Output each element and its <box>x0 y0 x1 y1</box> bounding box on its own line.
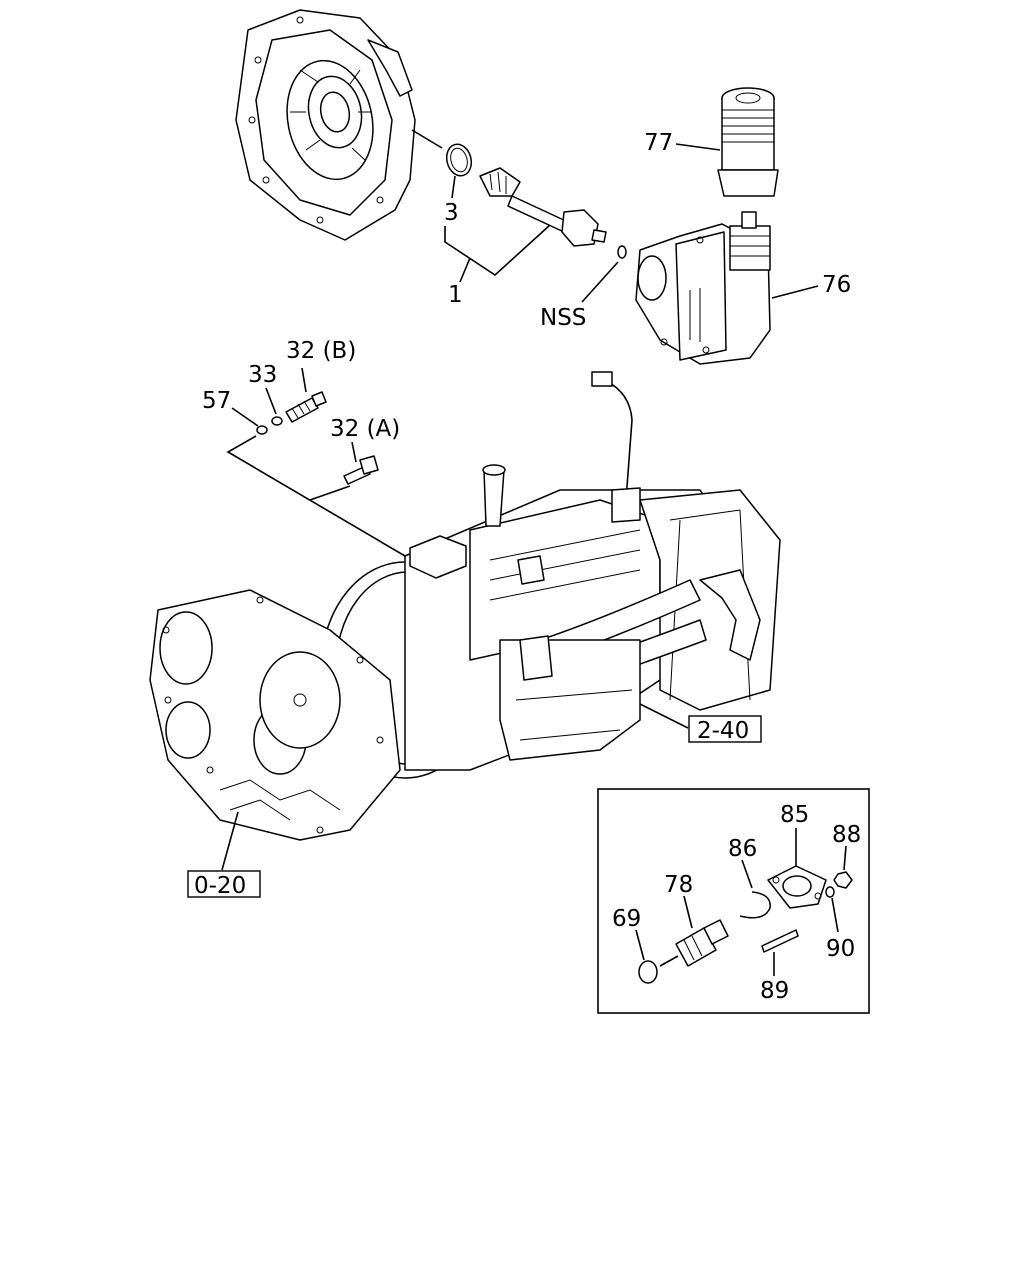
callout-nss: NSS <box>540 305 586 331</box>
ref-box-0-20 <box>187 870 261 898</box>
callout-78: 78 <box>664 872 693 898</box>
leader-32a <box>351 441 357 463</box>
leader-3 <box>451 175 456 199</box>
callout-85: 85 <box>780 802 809 828</box>
callout-3: 3 <box>444 200 459 226</box>
ring-86 <box>739 891 771 919</box>
o-ring-nss <box>617 245 627 259</box>
leader-57 <box>231 407 259 427</box>
leader-1 <box>459 257 471 283</box>
washer-33 <box>271 416 283 426</box>
leader-2-40 <box>639 703 689 729</box>
sleeve-77 <box>717 87 779 197</box>
bolt-32a <box>343 455 379 485</box>
inset-frame <box>597 788 870 1014</box>
case-cover-illustration <box>235 9 416 241</box>
washer-57 <box>256 425 268 435</box>
callout-88: 88 <box>832 822 861 848</box>
callout-90: 90 <box>826 936 855 962</box>
leader-0-20 <box>221 811 239 871</box>
leader-77 <box>675 143 721 151</box>
leader-86 <box>741 859 753 889</box>
plate-85 <box>767 865 827 909</box>
bracket-1 <box>444 224 551 277</box>
ref-2-40: 2-40 <box>697 718 749 744</box>
callout-1: 1 <box>448 282 463 308</box>
washer-90 <box>825 886 835 898</box>
leader-88 <box>843 845 847 871</box>
callout-33: 33 <box>248 362 277 388</box>
adapter-76 <box>635 211 771 365</box>
leader-69 <box>635 929 645 961</box>
callout-86: 86 <box>728 836 757 862</box>
callout-76: 76 <box>822 272 851 298</box>
callout-77: 77 <box>644 130 673 156</box>
leader-76 <box>771 285 819 299</box>
o-ring-69 <box>638 960 658 984</box>
leader-32b <box>301 367 307 393</box>
leader-nss <box>581 261 619 303</box>
leader-bolt-link <box>309 485 351 501</box>
callout-57: 57 <box>202 388 231 414</box>
leader-90 <box>831 897 839 933</box>
leader-cover <box>411 129 443 149</box>
bolt-32b <box>285 391 327 423</box>
callout-32a: 32 (A) <box>330 416 400 442</box>
leader-78 <box>683 895 693 929</box>
front-housing <box>149 589 401 841</box>
driven-gear-shaft <box>479 167 607 247</box>
transmission-assembly <box>320 371 781 779</box>
ref-0-20: 0-20 <box>194 873 246 899</box>
callout-69: 69 <box>612 906 641 932</box>
callout-89: 89 <box>760 978 789 1004</box>
o-ring-3 <box>445 143 473 177</box>
nut-88 <box>833 871 853 889</box>
speed-sensor-78 <box>659 919 729 967</box>
ref-box-2-40 <box>688 715 762 743</box>
bracket-bolts <box>226 435 406 557</box>
stud-89 <box>761 929 799 953</box>
leader-33 <box>265 387 277 415</box>
callout-32b: 32 (B) <box>286 338 356 364</box>
